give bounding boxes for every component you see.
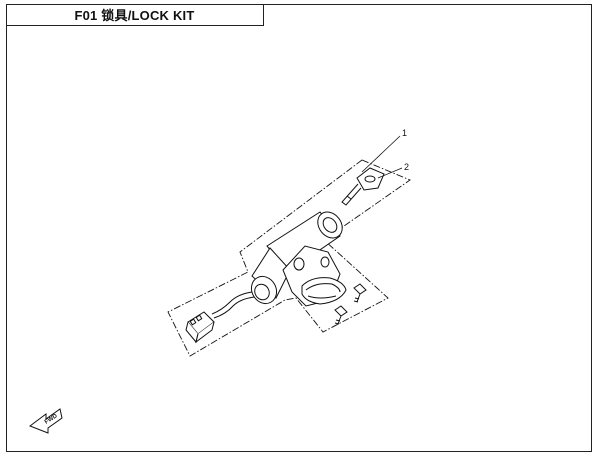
callout-1: 1 [402,128,407,138]
key-part [341,167,385,206]
forward-arrow-icon: FWD [28,408,63,434]
title-block: F01 锁具/LOCK KIT [6,4,264,26]
bolt-lower [334,305,348,325]
callout-2: 2 [404,162,409,172]
lock-body-part [250,211,347,307]
connector-plug [185,311,215,344]
leader-line-1 [361,135,401,173]
drawing-frame [6,4,592,452]
wire-harness [211,291,255,319]
leader-line-2 [377,167,403,179]
page-title: F01 锁具/LOCK KIT [74,8,195,23]
bolt-upper [353,283,367,303]
